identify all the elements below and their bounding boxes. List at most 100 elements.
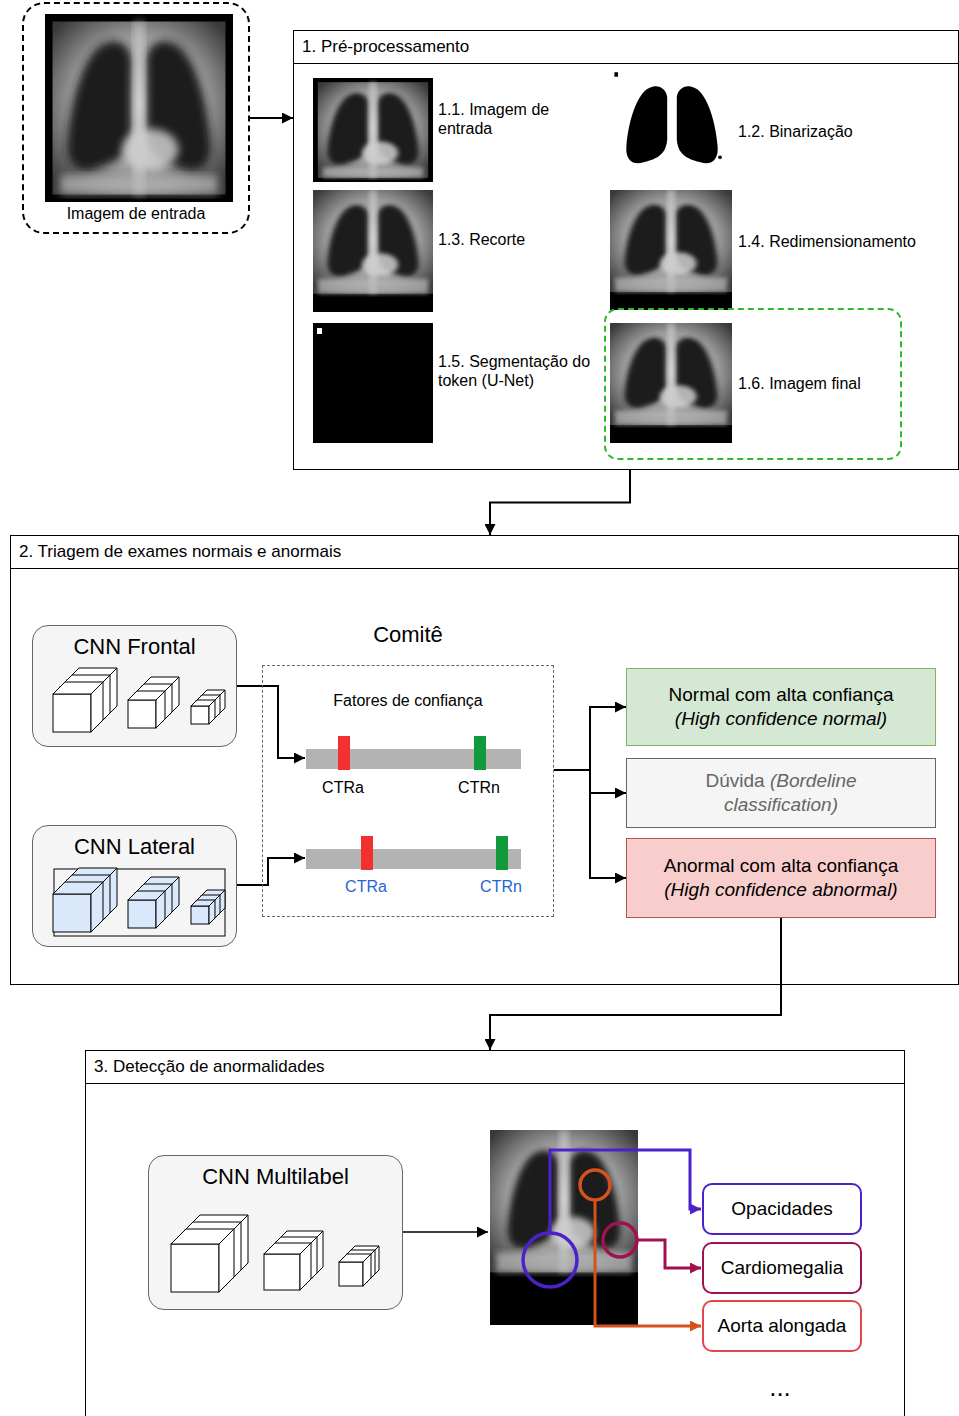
chest-xray <box>490 1130 638 1325</box>
chest-xray <box>327 205 368 276</box>
chest-xray <box>60 176 218 195</box>
cube-face <box>91 882 103 932</box>
cube-face <box>128 700 156 728</box>
result-box: Normal com alta confiança(High confidenc… <box>626 668 936 746</box>
chest-xray <box>612 70 732 182</box>
chest-xray <box>612 70 732 182</box>
cube-face <box>128 900 156 928</box>
cube-face <box>264 1254 300 1290</box>
input-box: Imagem de entrada <box>22 2 250 234</box>
node-title: Anormal com alta confiança <box>664 854 898 878</box>
node-title: 1. Pré-processamento <box>294 31 958 64</box>
node-subtitle: (High confidence abnormal) <box>664 878 897 902</box>
cube-face <box>339 1262 363 1286</box>
chest-xray <box>313 190 433 294</box>
chest-xray <box>610 323 732 443</box>
finding-box: Cardiomegalia <box>702 1242 862 1294</box>
chest-xray <box>660 252 697 274</box>
chest-xray <box>667 323 674 425</box>
threshold-label: CTRa <box>345 877 387 896</box>
threshold-label: CTRa <box>322 778 364 797</box>
step-label: 1.1. Imagem de entrada <box>438 100 563 138</box>
node-title: CNN Multilabel <box>149 1164 402 1190</box>
chest-xray <box>323 167 424 177</box>
flow-arrow <box>554 707 626 770</box>
finding-circle <box>603 1223 637 1257</box>
node-title: 1.6. Imagem final <box>738 375 861 393</box>
chest-xray <box>660 385 697 407</box>
chest-xray <box>318 279 428 294</box>
chest-xray <box>313 190 433 294</box>
result-box: Dúvida(Bordeline classification) <box>626 758 936 828</box>
cube-face <box>363 1254 371 1286</box>
leader-line <box>637 1240 701 1268</box>
flow-arrow <box>237 858 305 885</box>
cube-face <box>91 682 103 732</box>
chest-xray <box>362 253 398 276</box>
normal-threshold <box>496 836 508 870</box>
chest-xray <box>313 78 433 182</box>
node-title: Cardiomegalia <box>721 1257 844 1279</box>
chest-xray <box>610 323 732 425</box>
cube-face <box>191 706 209 724</box>
cnn-layers <box>53 668 225 732</box>
chest-xray <box>313 190 433 312</box>
chest-xray <box>313 78 433 182</box>
node-title: 3. Detecção de anormalidades <box>86 1051 904 1084</box>
node-title: Opacidades <box>731 1198 832 1220</box>
node-title: CNN Frontal <box>33 634 236 660</box>
chest-xray <box>625 205 667 275</box>
flow-arrow <box>490 918 781 1050</box>
cnn-box: CNN Frontal <box>32 625 237 747</box>
chest-xray <box>362 141 398 164</box>
chest-xray <box>45 14 233 202</box>
cube-face <box>219 1229 234 1292</box>
ellipsis-mark: ... <box>769 1372 791 1403</box>
abnormal-threshold <box>361 836 373 870</box>
confidence-bar <box>306 849 521 869</box>
node-subtitle: Fatores de confiança <box>263 666 553 710</box>
threshold-label: CTRn <box>480 877 522 896</box>
cube-face <box>209 700 215 724</box>
abnormal-threshold <box>338 736 350 770</box>
cube-face <box>53 694 91 732</box>
chest-xray <box>317 328 322 334</box>
step-label: 1.4. Redimensionamento <box>738 232 916 251</box>
chest-xray <box>610 190 732 292</box>
cube-face <box>300 1243 311 1290</box>
node-title: Dúvida <box>705 770 764 791</box>
node-title: Aorta alongada <box>718 1315 847 1337</box>
chest-xray <box>610 190 732 310</box>
result-box: Anormal com alta confiança(High confiden… <box>626 838 936 918</box>
chest-xray <box>625 338 667 408</box>
chest-xray <box>626 86 667 163</box>
chest-xray <box>313 323 433 443</box>
cube-face <box>191 906 209 924</box>
cnn-box: CNN Multilabel <box>148 1155 403 1310</box>
flow-arrow <box>554 770 626 878</box>
cnn-box: CNN Lateral <box>32 825 237 947</box>
chest-xray <box>318 82 428 178</box>
chest-xray <box>327 93 368 165</box>
node-subtitle: (High confidence normal) <box>675 707 887 731</box>
leader-line <box>595 1200 701 1326</box>
cube-face <box>53 894 91 932</box>
normal-threshold <box>474 736 486 770</box>
chest-xray <box>615 411 727 425</box>
threshold-label: CTRn <box>458 778 500 797</box>
confidence-bars <box>306 736 521 870</box>
chest-xray <box>615 278 727 292</box>
cube-face <box>156 891 165 928</box>
step-label: 1.2. Binarização <box>738 122 853 141</box>
node-title: 2. Triagem de exames normais e anormais <box>11 536 958 569</box>
node-title: CNN Lateral <box>33 834 236 860</box>
input-arrow <box>403 1231 488 1233</box>
chest-xray <box>667 190 674 292</box>
flow-arrow <box>490 470 630 535</box>
node-title: Comitê <box>263 622 553 648</box>
finding-box: Aorta alongada <box>702 1300 862 1352</box>
chest-xray <box>313 323 433 443</box>
step-label: 1.3. Recorte <box>438 230 525 249</box>
finding-circle <box>580 1170 610 1200</box>
